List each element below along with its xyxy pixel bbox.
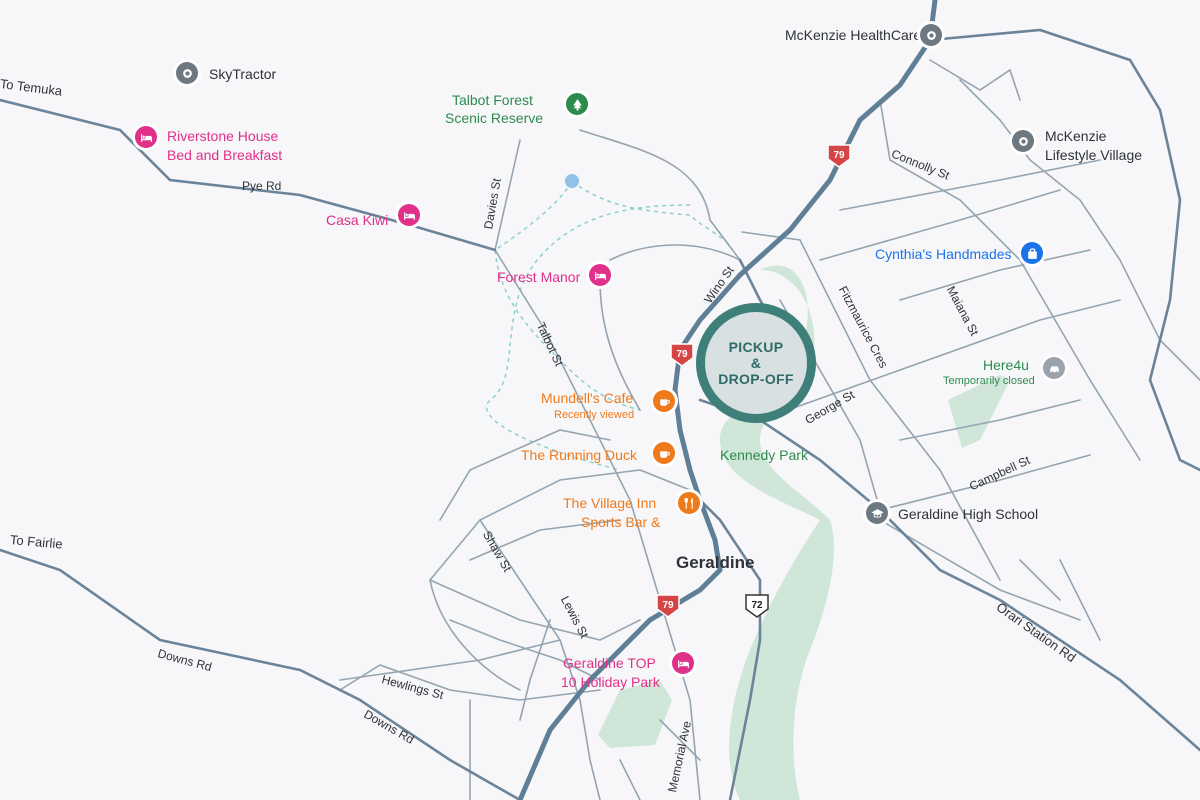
minor-roads [339,59,1200,800]
poi-mckenzie-lifestyle-line1[interactable]: McKenzie [1045,128,1107,144]
park-areas [598,265,1010,800]
poi-village-inn-line1[interactable]: The Village Inn [563,495,657,511]
fork-knife-icon[interactable] [678,492,700,514]
poi-cynthias-handmades[interactable]: Cynthia's Handmades [875,246,1012,262]
river-park [720,265,834,800]
highway-79 [517,0,938,800]
callout-line-2: & [750,354,762,371]
poi-skytractor[interactable]: SkyTractor [209,66,277,82]
route-shield-79: 79 [656,594,680,618]
poi-riverstone-line2[interactable]: Bed and Breakfast [167,147,283,163]
secondary-roads [0,28,1200,800]
town-label-geraldine: Geraldine [676,553,755,572]
school-icon[interactable] [866,502,888,524]
bed-icon[interactable] [672,652,694,674]
poi-here4u-status: Temporarily closed [943,375,1035,387]
route-shields: 79 79 79 72 [656,144,851,618]
poi-kennedy-park[interactable]: Kennedy Park [720,447,808,463]
shopping-bag-icon[interactable] [1021,242,1043,264]
poi-here4u[interactable]: Here4u [983,357,1029,373]
callout-line-3: DROP-OFF [718,371,794,388]
svg-text:79: 79 [662,600,674,611]
svg-text:79: 79 [833,150,845,161]
route-shield-79: 79 [670,343,694,367]
poi-village-inn-line2[interactable]: Sports Bar & [581,514,661,530]
circle-dot-icon[interactable] [176,62,198,84]
holiday-park [598,680,672,748]
circle-dot-icon[interactable] [1012,130,1034,152]
tree-icon[interactable] [566,93,588,115]
poi-talbot-forest-line1[interactable]: Talbot Forest [452,92,533,108]
poi-talbot-forest-line2[interactable]: Scenic Reserve [445,110,544,126]
pickup-dropoff-callout[interactable]: PICKUP & DROP-OFF [696,303,816,423]
coffee-icon[interactable] [653,390,675,412]
poi-mundells-cafe[interactable]: Mundell's Cafe [541,390,634,406]
road-label-pye-rd: Pye Rd [242,179,282,193]
poi-casa-kiwi[interactable]: Casa Kiwi [326,212,389,228]
poi-holiday-park-line2[interactable]: 10 Holiday Park [561,674,660,690]
trailhead-marker[interactable] [565,174,579,188]
route-shield-79: 79 [827,144,851,168]
poi-geraldine-high-school[interactable]: Geraldine High School [898,506,1039,522]
bed-icon[interactable] [398,204,420,226]
poi-running-duck[interactable]: The Running Duck [521,447,637,463]
callout-line-1: PICKUP [728,338,784,355]
coffee-icon[interactable] [653,442,675,464]
poi-mundells-status: Recently viewed [554,409,635,421]
route-shield-72: 72 [745,594,769,618]
poi-holiday-park-line1[interactable]: Geraldine TOP [563,655,656,671]
bed-icon[interactable] [589,264,611,286]
svg-text:72: 72 [751,600,763,611]
poi-forest-manor[interactable]: Forest Manor [497,269,581,285]
svg-text:79: 79 [676,349,688,360]
circle-dot-icon[interactable] [920,24,942,46]
poi-riverstone-line1[interactable]: Riverstone House [167,128,279,144]
bed-icon[interactable] [135,126,157,148]
car-icon[interactable] [1043,357,1065,379]
here4u-park [948,375,1010,448]
poi-mckenzie-lifestyle-line2[interactable]: Lifestyle Village [1045,147,1143,163]
poi-mckenzie-healthcare[interactable]: McKenzie HealthCare [785,27,922,43]
